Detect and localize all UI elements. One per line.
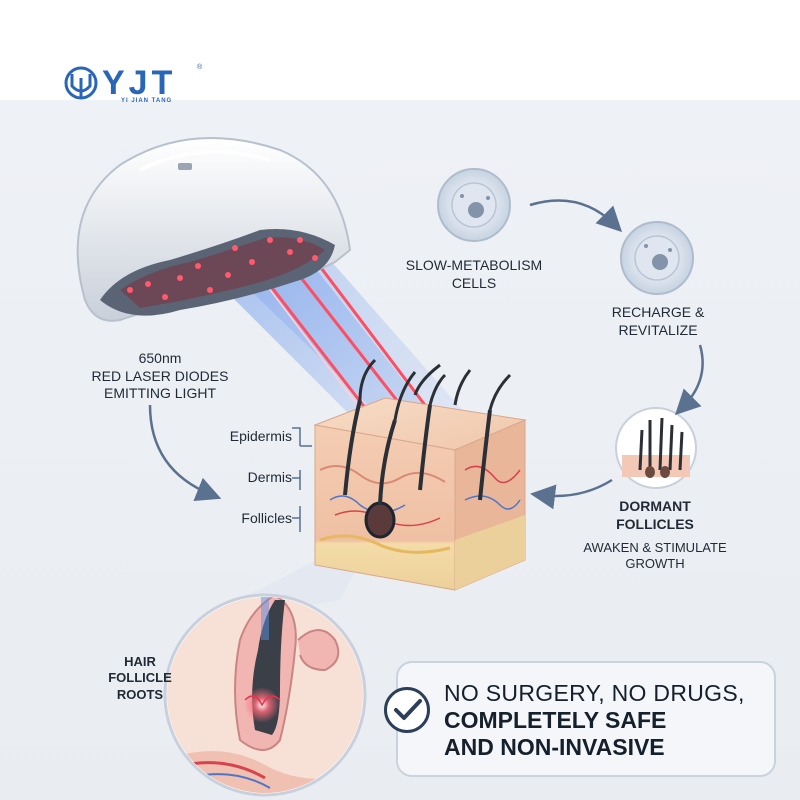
laser-label: 650nm RED LASER DIODES EMITTING LIGHT	[60, 350, 260, 403]
slow-metabolism-cell-icon	[437, 168, 511, 242]
roots-line1: HAIR	[124, 654, 156, 669]
layer-markers	[292, 427, 312, 532]
dormant-label: DORMANT FOLLICLES	[600, 498, 710, 533]
laser-label-line2: RED LASER DIODES	[91, 367, 229, 384]
recharge-label: RECHARGE & REVITALIZE	[588, 304, 728, 339]
laser-label-line3: EMITTING LIGHT	[104, 385, 216, 401]
safety-callout: NO SURGERY, NO DRUGS, COMPLETELY SAFE AN…	[384, 661, 776, 777]
awaken-label: AWAKEN & STIMULATE GROWTH	[570, 540, 740, 573]
recharge-line2: REVITALIZE	[618, 321, 698, 338]
slow-cells-line2: CELLS	[451, 274, 497, 291]
roots-label: HAIR FOLLICLE ROOTS	[95, 654, 185, 703]
arrow-recharge-to-dormant	[674, 344, 704, 416]
awaken-line2: GROWTH	[625, 556, 685, 572]
roots-line3: ROOTS	[116, 686, 164, 702]
callout-line3: AND NON-INVASIVE	[444, 734, 665, 760]
arrow-laser-to-skin	[148, 404, 222, 501]
awaken-line1: AWAKEN & STIMULATE	[583, 540, 727, 555]
dormant-follicles-icon	[615, 407, 697, 489]
brand-registered-mark: ®	[197, 64, 203, 71]
epidermis-label: Epidermis	[229, 428, 292, 444]
laser-helmet-icon	[76, 137, 352, 322]
callout-line2: COMPLETELY SAFE	[444, 707, 667, 733]
yjt-logo-icon	[64, 66, 98, 100]
dormant-line2: FOLLICLES	[616, 515, 694, 532]
dormant-line1: DORMANT	[619, 498, 691, 514]
revitalized-cell-icon	[620, 221, 694, 295]
laser-diodes	[127, 237, 318, 300]
process-arrows	[148, 199, 704, 510]
brand-subtitle: YI JIAN TANG	[121, 98, 173, 104]
slow-cells-label: SLOW-METABOLISM CELLS	[385, 257, 563, 292]
skin-cross-section	[313, 397, 527, 591]
checkmark-icon	[384, 687, 430, 733]
callout-line1: NO SURGERY, NO DRUGS,	[444, 680, 745, 706]
dermis-label: Dermis	[247, 469, 292, 485]
arrow-cells-to-recharge	[529, 199, 623, 233]
slow-cells-line1: SLOW-METABOLISM	[405, 257, 543, 273]
follicles-label: Follicles	[241, 510, 292, 526]
follicle-zoom-circle	[163, 593, 367, 797]
hair-strands	[358, 358, 512, 421]
brand-name: YJT	[102, 64, 177, 102]
roots-line2: FOLLICLE	[108, 670, 172, 686]
laser-label-line1: 650nm	[138, 350, 182, 366]
arrow-dormant-to-skin	[530, 478, 613, 510]
recharge-line1: RECHARGE &	[611, 304, 705, 320]
